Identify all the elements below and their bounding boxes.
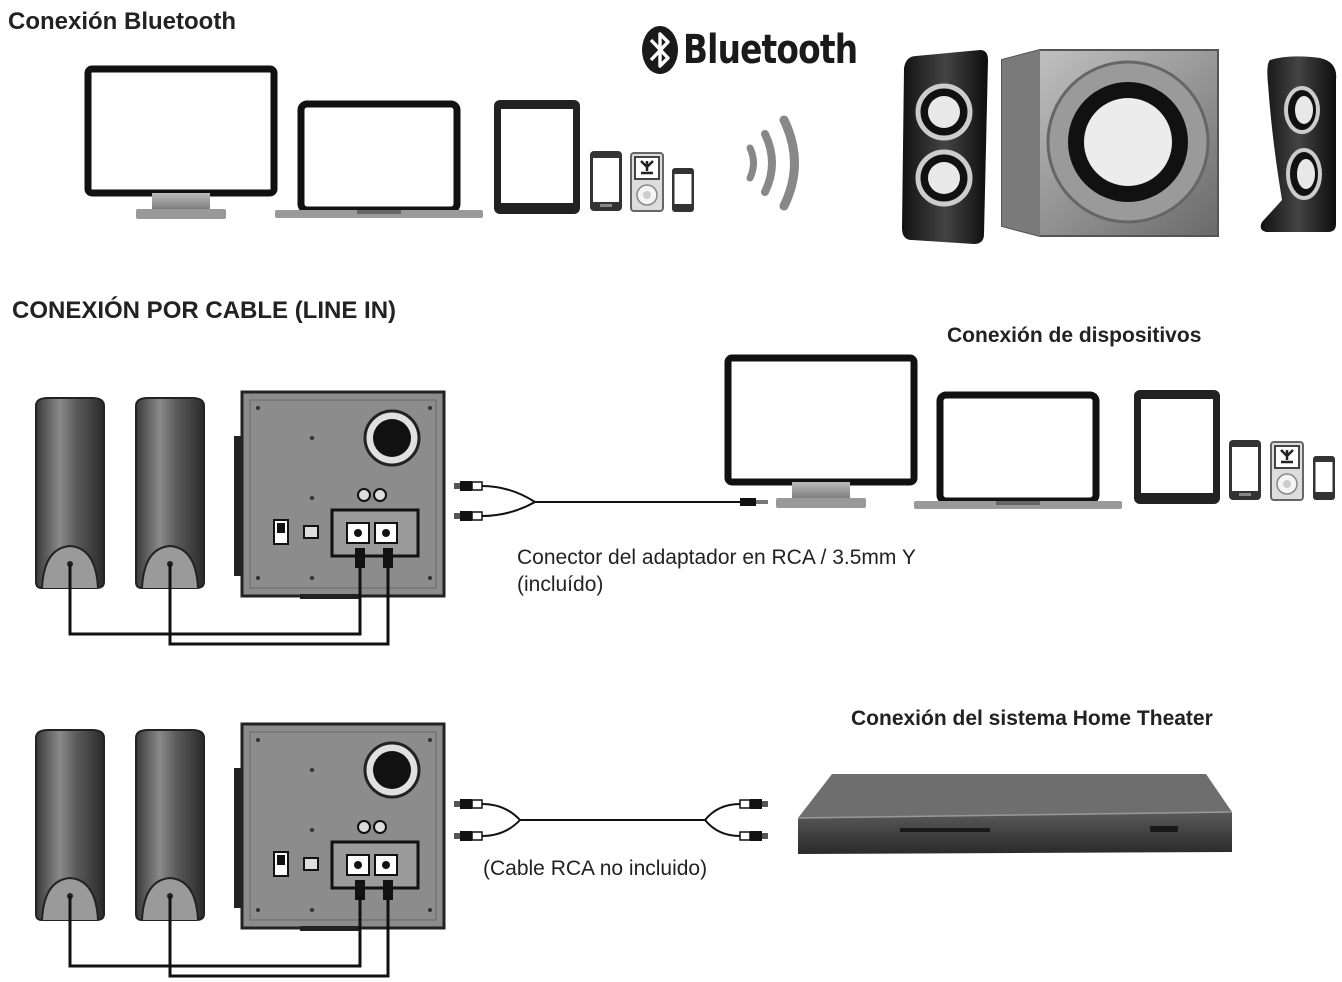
subwoofer-icon	[1001, 49, 1219, 237]
laptop-icon	[914, 395, 1122, 509]
adapter-caption-line1: Conector del adaptador en RCA / 3.5mm Y	[517, 546, 916, 569]
phone-icon	[1313, 456, 1335, 500]
devices-connection-label: Conexión de dispositivos	[947, 324, 1202, 347]
bluetooth-logo: Bluetooth	[641, 24, 895, 76]
tablet-icon	[494, 100, 580, 214]
monitor-icon	[728, 358, 914, 508]
media-player-icon	[1269, 440, 1305, 502]
cable-section-title: CONEXIÓN POR CABLE (LINE IN)	[12, 297, 397, 324]
rca-cable-caption: (Cable RCA no incluido)	[483, 857, 708, 880]
rca-plug-icon	[453, 830, 483, 842]
rca-cable	[453, 798, 769, 842]
monitor-icon	[88, 69, 274, 219]
bluetooth-rune-icon	[642, 26, 678, 74]
y-adapter-cable	[453, 480, 768, 522]
rca-plug-icon	[453, 510, 483, 522]
adapter-caption-line2: (incluído)	[517, 573, 604, 596]
rca-plug-icon	[453, 798, 483, 810]
home-theater-label: Conexión del sistema Home Theater	[851, 707, 1213, 730]
speaker-icon	[1260, 56, 1337, 233]
rca-plug-icon	[739, 798, 769, 810]
speaker-system-line-in	[34, 390, 446, 646]
speaker-system-home-theater	[34, 722, 446, 978]
rca-plug-icon	[453, 480, 483, 492]
tablet-icon	[1134, 390, 1220, 504]
signal-waves-icon	[746, 115, 799, 211]
home-theater-icon	[797, 774, 1233, 854]
media-player-icon	[629, 151, 665, 213]
speaker-icon	[902, 50, 988, 244]
phone-icon	[1229, 440, 1261, 500]
phone-icon	[672, 168, 694, 212]
phone-icon	[590, 151, 622, 211]
laptop-icon	[275, 104, 483, 218]
bluetooth-logo-text: Bluetooth	[683, 27, 858, 73]
rca-plug-icon	[739, 830, 769, 842]
bluetooth-section-title: Conexión Bluetooth	[8, 8, 236, 35]
